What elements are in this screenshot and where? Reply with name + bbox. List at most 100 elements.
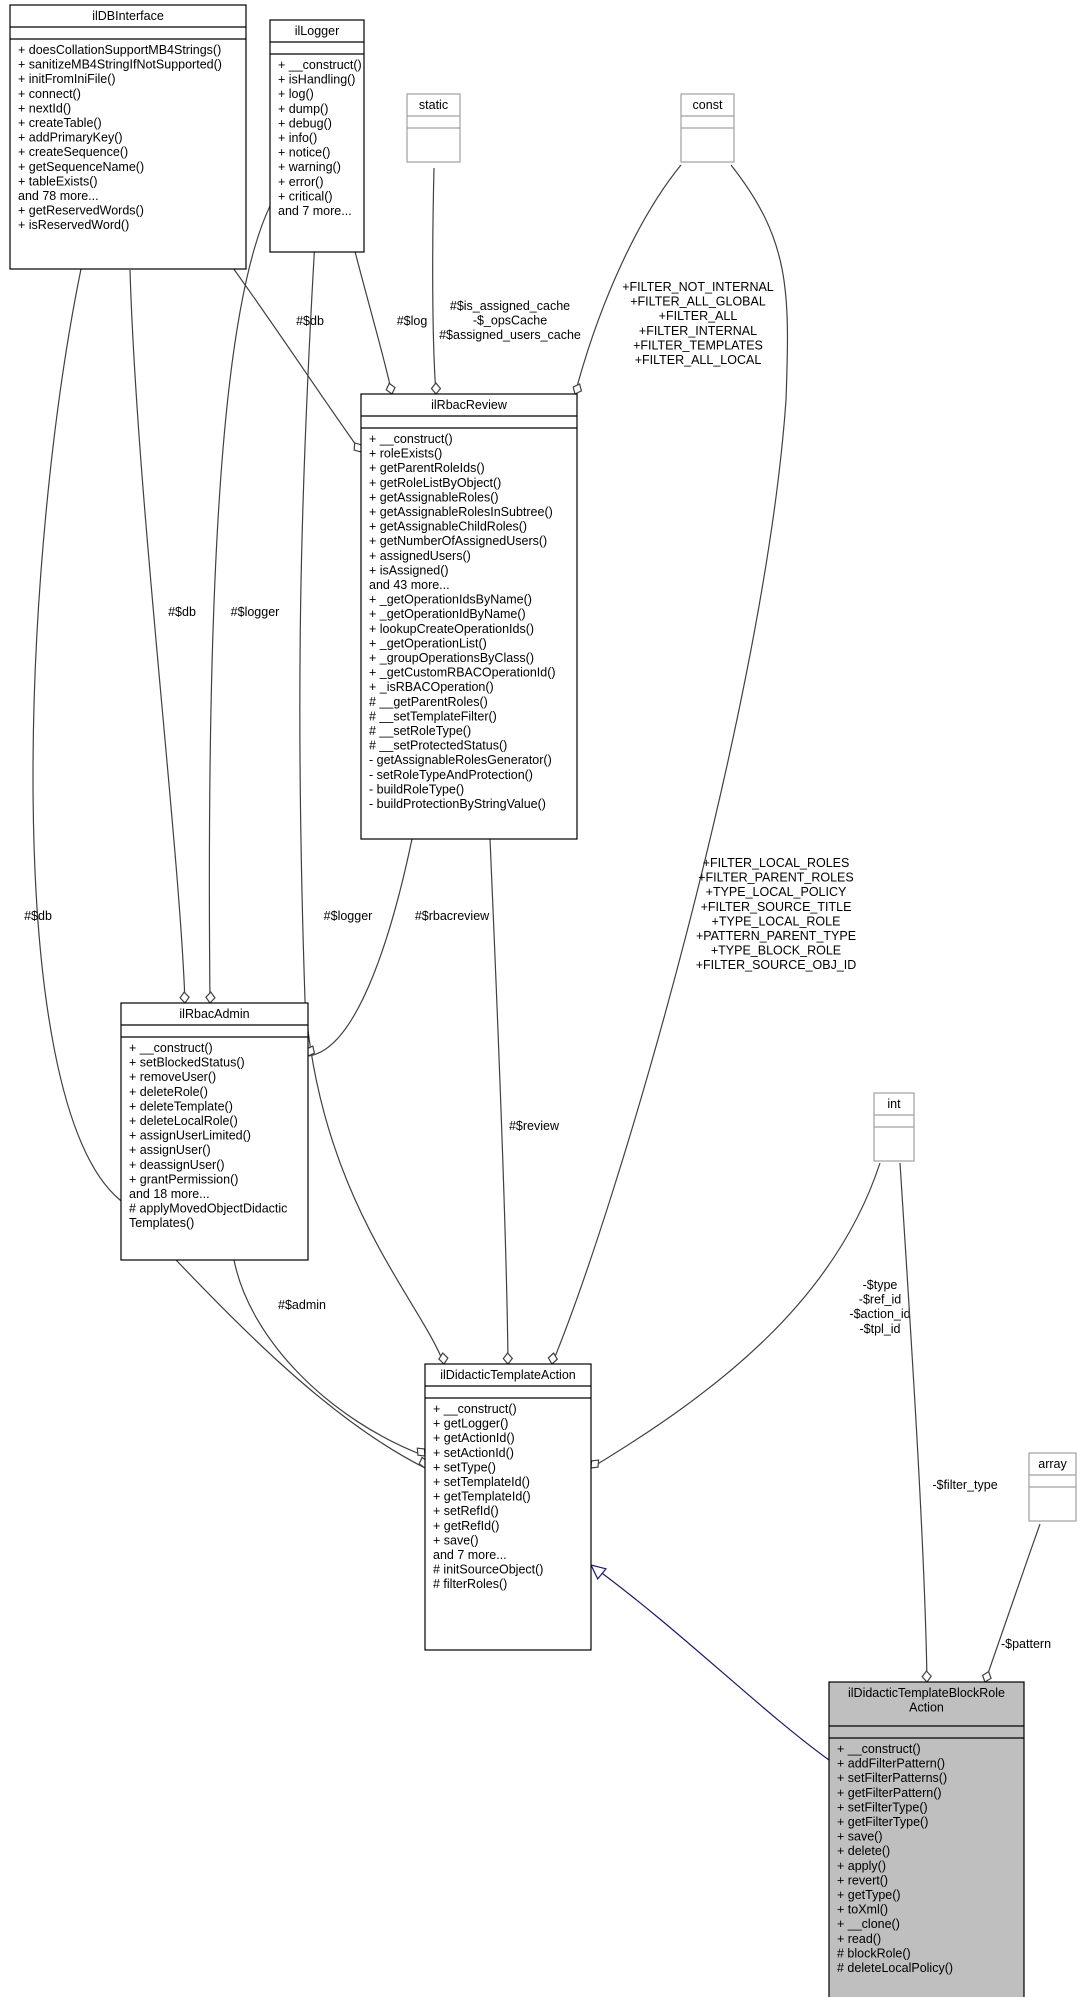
edge-label-int_action-3: -$tpl_id [860, 1322, 901, 1336]
edge-array_block: -$pattern [981, 1523, 1051, 1683]
int_block-aggregation-diamond [921, 1670, 932, 1683]
method-ilrbacreview-18: # __getParentRoles() [369, 695, 488, 709]
method-illogger-8: + error() [278, 175, 324, 189]
edge-block_inherit [589, 1564, 830, 1761]
class-box-ilrbacadmin [120, 1002, 309, 1261]
class-name-int: int [887, 1097, 901, 1111]
method-illogger-2: + log() [278, 87, 314, 101]
edge-label-static_review-0: #$is_assigned_cache [450, 299, 570, 313]
class-name-const: const [693, 98, 723, 112]
logger_action-aggregation-diamond [438, 1352, 449, 1365]
method-ildbinterface-8: + getSequenceName() [18, 160, 144, 174]
edge-label-const_action-1: +FILTER_PARENT_ROLES [698, 871, 854, 885]
edge-dbinterface_action: #$db [24, 249, 429, 1469]
method-ilrbacadmin-3: + deleteRole() [129, 1085, 208, 1099]
edge-line-dbinterface_admin [129, 269, 186, 1004]
edge-review_admin: #$rbacreview [305, 838, 490, 1057]
method-illogger-7: + warning() [278, 160, 341, 174]
edge-label-array_block-0: -$pattern [1001, 1637, 1051, 1651]
method-ildidactictemplateblockroleaction-0: + __construct() [837, 1742, 921, 1756]
class-ildbinterface: ilDBInterface+ doesCollationSupportMB4St… [9, 4, 247, 270]
edge-label-const_review-5: +FILTER_ALL_LOCAL [635, 353, 762, 367]
class-array: array [1028, 1452, 1077, 1522]
const_review-aggregation-diamond [572, 383, 583, 395]
method-ilrbacadmin-1: + setBlockedStatus() [129, 1056, 245, 1070]
edge-int_block: -$filter_type [899, 1162, 998, 1683]
class-int: int [873, 1092, 915, 1162]
method-ildidactictemplateblockroleaction-13: + read() [837, 1932, 881, 1946]
class-name-ildidactictemplateaction: ilDidacticTemplateAction [440, 1368, 576, 1382]
edge-label-const_action-6: +TYPE_BLOCK_ROLE [711, 944, 841, 958]
edge-label-review_action-0: #$review [509, 1119, 560, 1133]
edge-dbinterface_review: #$db [219, 249, 363, 453]
method-ilrbacreview-2: + getParentRoleIds() [369, 461, 485, 475]
edge-label-logger_review-0: #$log [397, 314, 428, 328]
class-name-ilrbacadmin: ilRbacAdmin [179, 1007, 249, 1021]
method-ilrbacreview-7: + getNumberOfAssignedUsers() [369, 534, 547, 548]
method-ilrbacreview-10: and 43 more... [369, 578, 450, 592]
method-ilrbacreview-21: # __setProtectedStatus() [369, 739, 507, 753]
edge-label-const_action-4: +TYPE_LOCAL_ROLE [712, 914, 841, 928]
method-ilrbacreview-16: + _getCustomRBACOperationId() [369, 666, 556, 680]
method-ildbinterface-3: + connect() [18, 87, 81, 101]
method-ildidactictemplateaction-0: + __construct() [433, 1402, 517, 1416]
class-static: static [406, 93, 461, 163]
method-illogger-6: + notice() [278, 146, 330, 160]
edge-label-const_review-1: +FILTER_ALL_GLOBAL [630, 295, 766, 309]
method-ilrbacreview-4: + getAssignableRoles() [369, 490, 499, 504]
edge-label-logger_action-0: #$logger [324, 909, 373, 923]
edge-line-const_review [574, 164, 682, 395]
method-ilrbacadmin-10: and 18 more... [129, 1187, 210, 1201]
method-ilrbacreview-5: + getAssignableRolesInSubtree() [369, 505, 553, 519]
method-ilrbacreview-14: + _getOperationList() [369, 636, 487, 650]
class-box-ildidactictemplateaction [424, 1363, 592, 1651]
edge-const_action: +FILTER_LOCAL_ROLES+FILTER_PARENT_ROLES+… [547, 164, 856, 1365]
method-ildidactictemplateaction-5: + setTemplateId() [433, 1475, 530, 1489]
class-const: const [680, 93, 735, 163]
edge-line-review_admin [307, 838, 413, 1057]
edge-label-const_action-2: +TYPE_LOCAL_POLICY [706, 885, 847, 899]
method-ilrbacreview-23: - setRoleTypeAndProtection() [369, 768, 533, 782]
edge-label-static_review-1: -$_opsCache [473, 314, 547, 328]
edge-logger_action: #$logger [299, 239, 449, 1365]
method-ildbinterface-6: + addPrimaryKey() [18, 131, 123, 145]
method-ilrbacadmin-12: Templates() [129, 1216, 194, 1230]
method-ildidactictemplateblockroleaction-9: + revert() [837, 1873, 888, 1887]
method-ildbinterface-4: + nextId() [18, 101, 71, 115]
edge-line-dbinterface_review [219, 249, 362, 453]
method-ildidactictemplateblockroleaction-12: + __clone() [837, 1917, 900, 1931]
int_action-aggregation-diamond [590, 1459, 600, 1469]
const_action-aggregation-diamond [547, 1352, 559, 1365]
method-ildidactictemplateaction-3: + setActionId() [433, 1446, 514, 1460]
edge-label-const_action-3: +FILTER_SOURCE_TITLE [701, 900, 852, 914]
edge-line-static_review [432, 167, 437, 395]
edge-label-const_action-0: +FILTER_LOCAL_ROLES [703, 856, 850, 870]
edge-line-review_action [489, 838, 509, 1365]
method-ildbinterface-1: + sanitizeMB4StringIfNotSupported() [18, 58, 222, 72]
method-ildidactictemplateaction-2: + getActionId() [433, 1431, 515, 1445]
static_review-aggregation-diamond [430, 382, 442, 395]
method-ildidactictemplateblockroleaction-1: + addFilterPattern() [837, 1757, 945, 1771]
edge-label-dbinterface_action-0: #$db [24, 909, 52, 923]
edge-line-block_inherit [590, 1564, 830, 1761]
method-ildbinterface-10: and 78 more... [18, 189, 99, 203]
method-ildidactictemplateaction-9: + save() [433, 1533, 479, 1547]
method-ilrbacadmin-11: # applyMovedObjectDidactic [129, 1202, 287, 1216]
edge-dbinterface_admin: #$db [129, 269, 196, 1004]
method-ilrbacadmin-8: + deassignUser() [129, 1158, 225, 1172]
class-ilrbacadmin: ilRbacAdmin+ __construct()+ setBlockedSt… [120, 1002, 309, 1261]
logger_admin-aggregation-diamond [205, 991, 216, 1004]
class-name-ildidactictemplateblockroleaction-1: Action [909, 1701, 944, 1715]
edge-label-admin_action-0: #$admin [278, 1298, 326, 1312]
method-illogger-10: and 7 more... [278, 204, 352, 218]
method-ilrbacreview-17: + _isRBACOperation() [369, 680, 494, 694]
class-name-ilrbacreview: ilRbacReview [431, 398, 508, 412]
method-ildbinterface-2: + initFromIniFile() [18, 72, 116, 86]
edge-line-admin_action [233, 1259, 426, 1457]
edge-label-static_review-2: #$assigned_users_cache [439, 328, 581, 342]
method-ildidactictemplateblockroleaction-5: + getFilterType() [837, 1815, 928, 1829]
method-ilrbacadmin-7: + assignUser() [129, 1143, 211, 1157]
edge-static_review: #$is_assigned_cache-$_opsCache#$assigned… [430, 167, 581, 395]
